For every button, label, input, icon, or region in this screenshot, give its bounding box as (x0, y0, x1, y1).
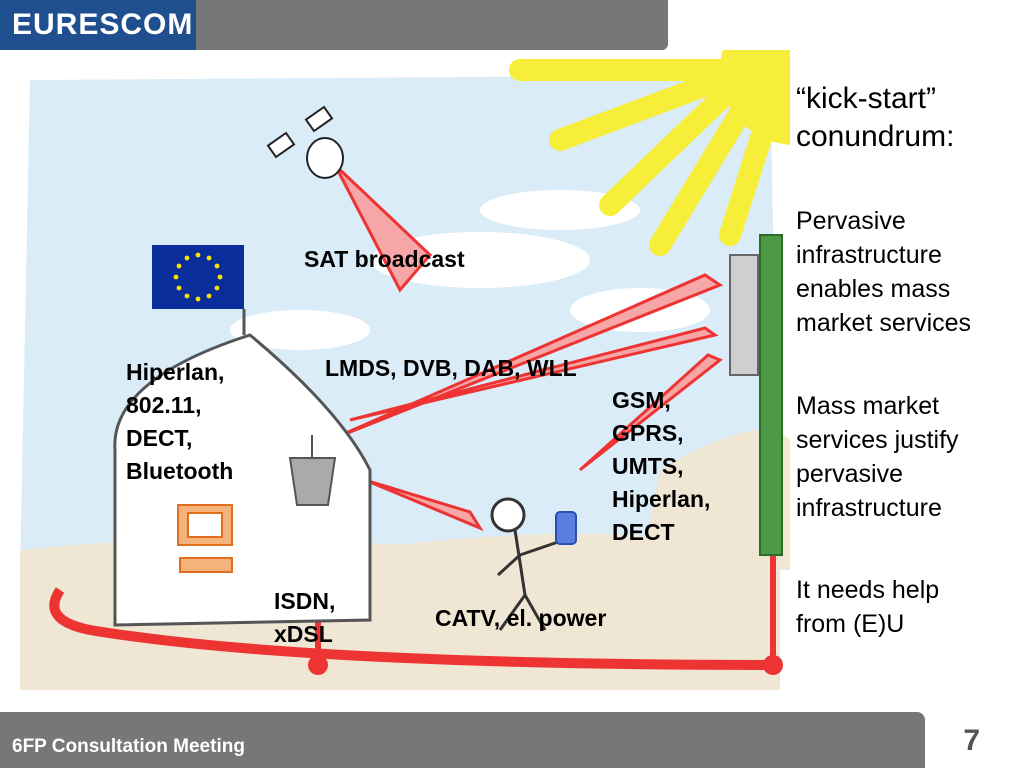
mobile-networks-line: GPRS, (612, 420, 684, 446)
mobile-beam-upper (349, 326, 719, 422)
sidebar-line: from (E)U (796, 610, 905, 638)
computer-icon (177, 504, 233, 573)
sidebar-line: Mass market (796, 392, 940, 420)
infrastructure-illustration (20, 50, 790, 690)
sidebar-line: infrastructure (796, 494, 942, 522)
sidebar-line: Pervasive (796, 207, 906, 235)
house-outline (113, 333, 372, 627)
page-number: 7 (963, 724, 980, 757)
sidebar-title-line: “kick-start” (796, 82, 936, 115)
mobile-beam-lower (578, 353, 723, 472)
antenna-panel (729, 254, 759, 376)
dish-icon (288, 435, 337, 506)
footer-bar: 6FP Consultation Meeting (0, 712, 925, 768)
fixed-line-line: ISDN, (274, 588, 336, 614)
person-icon (490, 497, 559, 631)
home-wireless-line: DECT, (126, 425, 193, 451)
fixed-line-line: xDSL (274, 621, 333, 647)
sidebar-line: infrastructure (796, 241, 942, 269)
lmds-label: LMDS, DVB, DAB, WLL (325, 355, 577, 381)
sat-broadcast-label: SAT broadcast (304, 246, 465, 272)
house-beam (364, 478, 484, 532)
satellite (266, 105, 344, 179)
mobile-networks-line: GSM, (612, 387, 671, 413)
footer-title: 6FP Consultation Meeting (12, 736, 245, 757)
mobile-networks-line: DECT (612, 519, 675, 545)
antenna-mast (759, 234, 783, 556)
catv-label: CATV, el. power (435, 605, 607, 631)
mobile-networks-label: GSM, GPRS, UMTS, Hiperlan, DECT (612, 384, 710, 549)
sidebar-paragraph-3: It needs help from (E)U (796, 573, 939, 641)
mobile-networks-line: Hiperlan, (612, 486, 711, 512)
hill-right (640, 430, 790, 570)
cable-red (49, 587, 781, 670)
sidebar-line: pervasive (796, 460, 903, 488)
sidebar-line: market services (796, 309, 972, 337)
sidebar-title: “kick-start” conundrum: (796, 80, 954, 156)
sidebar-title-line: conundrum: (796, 120, 955, 153)
sidebar-paragraph-1: Pervasive infrastructure enables mass ma… (796, 204, 971, 340)
sat-beam (333, 163, 433, 293)
fixed-line-label: ISDN, xDSL (274, 585, 335, 651)
mobile-networks-line: UMTS, (612, 453, 684, 479)
sidebar-line: services justify (796, 426, 959, 454)
eu-flag-icon (152, 245, 244, 309)
home-wireless-line: Hiperlan, (126, 359, 225, 385)
sidebar-line: It needs help (796, 576, 940, 604)
mobile-phone-icon (555, 511, 577, 545)
home-wireless-line: Bluetooth (126, 458, 234, 484)
eurescom-logo: EURESCOM (0, 0, 196, 50)
home-wireless-line: 802.11, (126, 392, 202, 418)
logo-text: EURESCOM (12, 8, 194, 41)
home-wireless-label: Hiperlan, 802.11, DECT, Bluetooth (126, 356, 233, 488)
sidebar-paragraph-2: Mass market services justify pervasive i… (796, 389, 959, 525)
sun-disc (720, 50, 790, 145)
sidebar-line: enables mass (796, 275, 951, 303)
